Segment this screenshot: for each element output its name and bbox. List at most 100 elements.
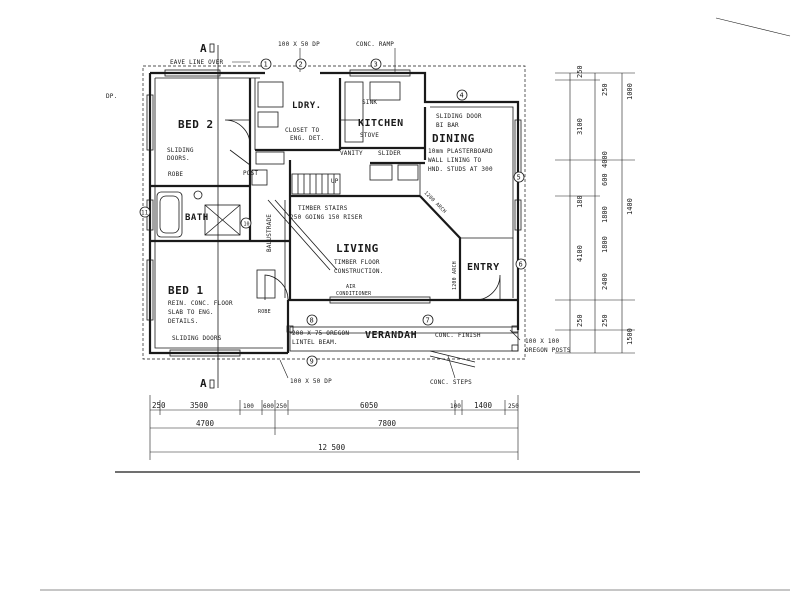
note-lintel-2: LINTEL BEAM. (292, 339, 338, 346)
grid-tag: 2 (299, 61, 303, 69)
dim-right-250-d: 250 (601, 314, 609, 327)
annotations: EAVE LINE OVER 100 X 50 DP CONC. RAMP DP… (106, 41, 571, 386)
dim-bottom-600: 600 (263, 403, 274, 410)
grid-tag: 7 (426, 317, 430, 325)
room-label-bed1: BED 1 (168, 284, 204, 297)
dim-bottom-6050: 6050 (360, 401, 379, 410)
dim-right-2400: 2400 (601, 273, 609, 290)
timber-stairs (267, 173, 341, 271)
note-timber-stairs-1: TIMBER STAIRS (298, 205, 348, 212)
room-label-kitchen: KITCHEN (358, 118, 404, 129)
note-slab-2: SLAB TO ENG. (168, 309, 214, 316)
note-air-cond-2: CONDITIONER (336, 291, 372, 297)
room-label-entry: ENTRY (467, 262, 500, 273)
note-plaster-1: 10mm PLASTERBOARD (428, 148, 493, 155)
note-oregon-posts-1: 100 X 100 (525, 338, 559, 345)
fixtures (156, 81, 419, 299)
note-sliding-doors-bed1: SLIDING DOORS (172, 335, 222, 342)
note-conc-finish: CONC. FINISH (435, 332, 481, 339)
right-dimensions: 250 3100 180 4100 250 250 4000 600 1800 … (555, 65, 635, 354)
note-oregon-posts-2: OREGON POSTS (525, 347, 571, 354)
grid-tag: 11 (141, 210, 149, 217)
room-label-bath: BATH (185, 213, 209, 223)
paper-scan-line (715, 17, 791, 37)
grid-tag: 3 (374, 61, 378, 69)
note-timber-stairs-2: 250 GOING 150 RISER (290, 214, 363, 221)
grid-tag: 8 (310, 317, 314, 325)
dim-bottom-100-a: 100 (243, 403, 254, 410)
section-mark-bottom: A (200, 377, 207, 390)
dim-right-180: 180 (576, 195, 584, 208)
verandah-outline (286, 325, 519, 368)
bottom-dimensions: 250 3500 100 600 250 6050 100 1400 250 4… (149, 395, 519, 460)
note-eave-line: EAVE LINE OVER (170, 59, 224, 66)
dim-bottom-1400: 1400 (474, 401, 493, 410)
grid-tag: 6 (519, 261, 523, 269)
note-timber-floor-2: CONSTRUCTION. (334, 268, 384, 275)
room-label-bed2: BED 2 (178, 118, 214, 131)
note-plaster-3: HND. STUDS AT 300 (428, 166, 493, 173)
internal-walls (150, 78, 513, 300)
dim-right-1000: 1000 (626, 83, 634, 100)
dim-right-250-b: 250 (576, 314, 584, 327)
note-stairs-up: UP (331, 178, 339, 185)
dim-right-1800-a: 1800 (601, 206, 609, 223)
note-conc-steps: CONC. STEPS (430, 379, 472, 386)
dim-bottom-100-b: 100 (450, 403, 461, 410)
dim-right-4100: 4100 (576, 245, 584, 262)
room-label-living: LIVING (336, 242, 379, 255)
dim-bottom-7800: 7800 (378, 419, 397, 428)
dim-bottom-250-b: 250 (276, 403, 287, 410)
note-slab-3: DETAILS. (168, 318, 199, 325)
note-slab-1: REIN. CONC. FLOOR (168, 300, 233, 307)
dim-right-1400: 1400 (626, 198, 634, 215)
dim-bottom-4700: 4700 (196, 419, 215, 428)
note-vanity: VANITY (340, 150, 363, 157)
dim-right-250-a: 250 (576, 65, 584, 78)
note-air-cond-1: AIR (346, 284, 356, 290)
note-post: POST (243, 170, 258, 177)
dim-right-1500: 1500 (626, 328, 634, 345)
grid-tag: 4 (460, 92, 464, 100)
room-label-verandah: VERANDAH (365, 330, 417, 341)
dim-right-600: 600 (601, 173, 609, 186)
dim-right-3100: 3100 (576, 118, 584, 135)
room-label-ldry: LDRY. (292, 101, 322, 111)
note-plaster-2: WALL LINING TO (428, 157, 482, 164)
eave-line-outline (142, 65, 526, 360)
note-slider: SLIDER (378, 150, 401, 157)
grid-tag: 10 (244, 222, 250, 228)
grid-tag: 5 (517, 174, 521, 182)
grid-tag: 1 (264, 61, 268, 69)
note-dp-left: DP. (106, 93, 117, 100)
note-robe-bed1: ROBE (258, 309, 271, 315)
note-conc-ramp: CONC. RAMP (356, 41, 394, 48)
note-sliding-doors-bed2-1: SLIDING (167, 147, 194, 154)
grid-tags: 1 2 3 4 5 6 7 8 9 11 10 (139, 58, 527, 367)
note-ldry-2: ENG. DET. (290, 135, 324, 142)
leader-lines (232, 48, 521, 379)
note-dp-bottom: 100 X 50 DP (290, 378, 332, 385)
note-sink: SINK (362, 99, 377, 106)
note-stove: STOVE (360, 132, 379, 139)
dim-bottom-3500: 3500 (190, 401, 209, 410)
note-sliding-door-1: SLIDING DOOR (436, 113, 482, 120)
room-label-dining: DINING (432, 132, 475, 145)
dim-bottom-total: 12 500 (318, 443, 346, 452)
note-lintel-1: 200 X 75 OREGON (292, 330, 349, 337)
section-markers: A A (200, 42, 219, 390)
doors (224, 119, 501, 301)
note-dp-top: 100 X 50 DP (278, 41, 320, 48)
dim-bottom-250-c: 250 (508, 403, 519, 410)
note-ldry-1: CLOSET TO (285, 127, 319, 134)
note-balustrade: BALUSTRADE (266, 214, 273, 252)
note-sliding-door-2: BI BAR (436, 122, 459, 129)
note-robe-bed2: ROBE (168, 171, 183, 178)
dim-right-250-c: 250 (601, 83, 609, 96)
dim-right-1800-b: 1800 (601, 236, 609, 253)
grid-tag: 9 (310, 358, 314, 366)
section-mark-top: A (200, 42, 207, 55)
note-door-arch: 1200 ARCH (452, 261, 458, 290)
note-timber-floor-1: TIMBER FLOOR (334, 259, 380, 266)
